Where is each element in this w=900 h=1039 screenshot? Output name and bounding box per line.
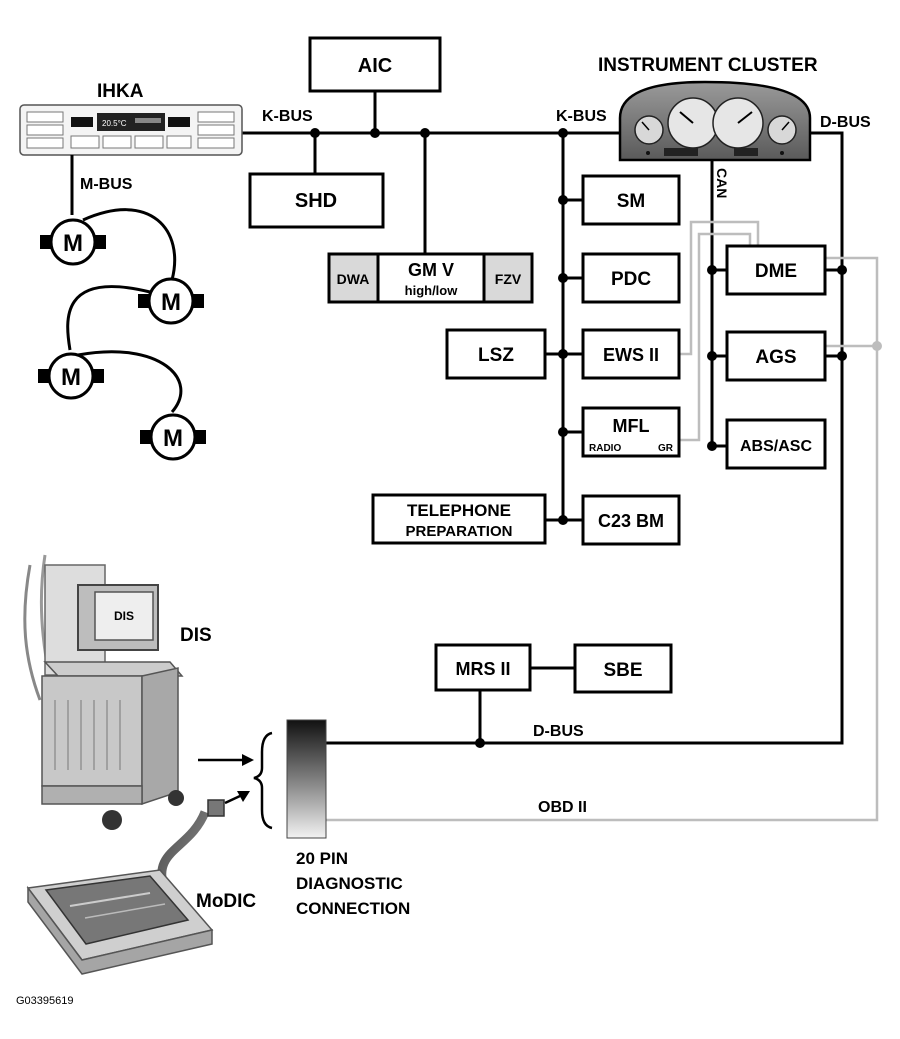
ihka-display-text: 20.5°C [102, 119, 127, 128]
module-sbe: SBE [573, 643, 673, 694]
module-ags: AGS [725, 330, 827, 382]
ews-label: EWS II [603, 345, 659, 365]
obd-label: OBD II [538, 799, 587, 816]
module-pdc: PDC [581, 252, 681, 304]
dwa-label: DWA [337, 271, 370, 287]
pdc-label: PDC [611, 269, 651, 290]
gmv-label: GM V [408, 260, 454, 280]
can-bus-lines [710, 158, 727, 448]
d-bus-label-right: D-BUS [820, 114, 871, 131]
ags-label: AGS [755, 347, 796, 368]
dme-label: DME [755, 261, 797, 282]
diagnostic-connector [286, 719, 327, 839]
module-c23: C23 BM [581, 494, 681, 546]
c23-label: C23 BM [598, 511, 664, 531]
dis-screen-text: DIS [114, 609, 134, 623]
instrument-cluster [618, 80, 812, 162]
motor-1: M [40, 218, 106, 266]
gmv-sub-label: high/low [405, 283, 459, 298]
can-label: CAN [714, 168, 730, 198]
module-telephone: TELEPHONE PREPARATION [371, 493, 547, 545]
module-shd: SHD [248, 172, 385, 229]
m-bus-label: M-BUS [80, 176, 133, 193]
sbe-label: SBE [603, 660, 642, 681]
modic-label: MoDIC [196, 891, 256, 912]
telephone-label-2: PREPARATION [406, 523, 513, 540]
modic-tester [26, 799, 225, 975]
module-mfl: MFL RADIO GR [581, 406, 681, 458]
motor-symbol: M [161, 289, 181, 316]
figure-id: G03395619 [16, 995, 74, 1007]
motor-2: M [138, 277, 204, 325]
mfl-label: MFL [613, 416, 650, 436]
module-gmv: DWA GM V high/low FZV [327, 252, 534, 304]
k-bus-label-right: K-BUS [556, 108, 607, 125]
shd-label: SHD [295, 190, 337, 212]
module-sm: SM [581, 174, 681, 226]
instrument-cluster-label: INSTRUMENT CLUSTER [598, 55, 818, 76]
aic-label: AIC [358, 55, 392, 77]
junction-dots [310, 128, 882, 748]
connector-label-2: DIAGNOSTIC [296, 874, 403, 893]
module-ews: EWS II [581, 328, 681, 380]
motor-3: M [38, 352, 104, 400]
connector-brace [253, 731, 273, 830]
dis-tester: DIS [23, 554, 184, 830]
module-lsz: LSZ [445, 328, 547, 380]
ihka-label: IHKA [97, 81, 144, 102]
module-abs: ABS/ASC [725, 418, 827, 470]
abs-label: ABS/ASC [740, 438, 812, 455]
d-bus-label-bottom: D-BUS [533, 723, 584, 740]
motor-symbol: M [163, 425, 183, 452]
telephone-label-1: TELEPHONE [407, 501, 511, 520]
lsz-label: LSZ [478, 345, 514, 366]
m-bus-cables [66, 208, 183, 413]
dis-label: DIS [180, 625, 212, 646]
sm-label: SM [617, 191, 646, 212]
motor-symbol: M [63, 230, 83, 257]
mrs-label: MRS II [455, 659, 510, 679]
mfl-gr-label: GR [658, 443, 674, 454]
fzv-label: FZV [495, 271, 522, 287]
motor-4: M [140, 413, 206, 461]
module-mrs: MRS II [434, 643, 532, 692]
d-bus-lines [326, 131, 844, 745]
k-bus-label-left: K-BUS [262, 108, 313, 125]
ihka-panel: 20.5°C [19, 104, 243, 156]
k-bus-lines [242, 91, 622, 522]
module-aic: AIC [308, 36, 442, 93]
mfl-radio-label: RADIO [589, 443, 621, 454]
arrows [198, 754, 254, 805]
connector-label-1: 20 PIN [296, 849, 348, 868]
obd-and-aux-lines [326, 220, 879, 822]
motor-symbol: M [61, 364, 81, 391]
connector-label-3: CONNECTION [296, 899, 410, 918]
module-dme: DME [725, 244, 827, 296]
